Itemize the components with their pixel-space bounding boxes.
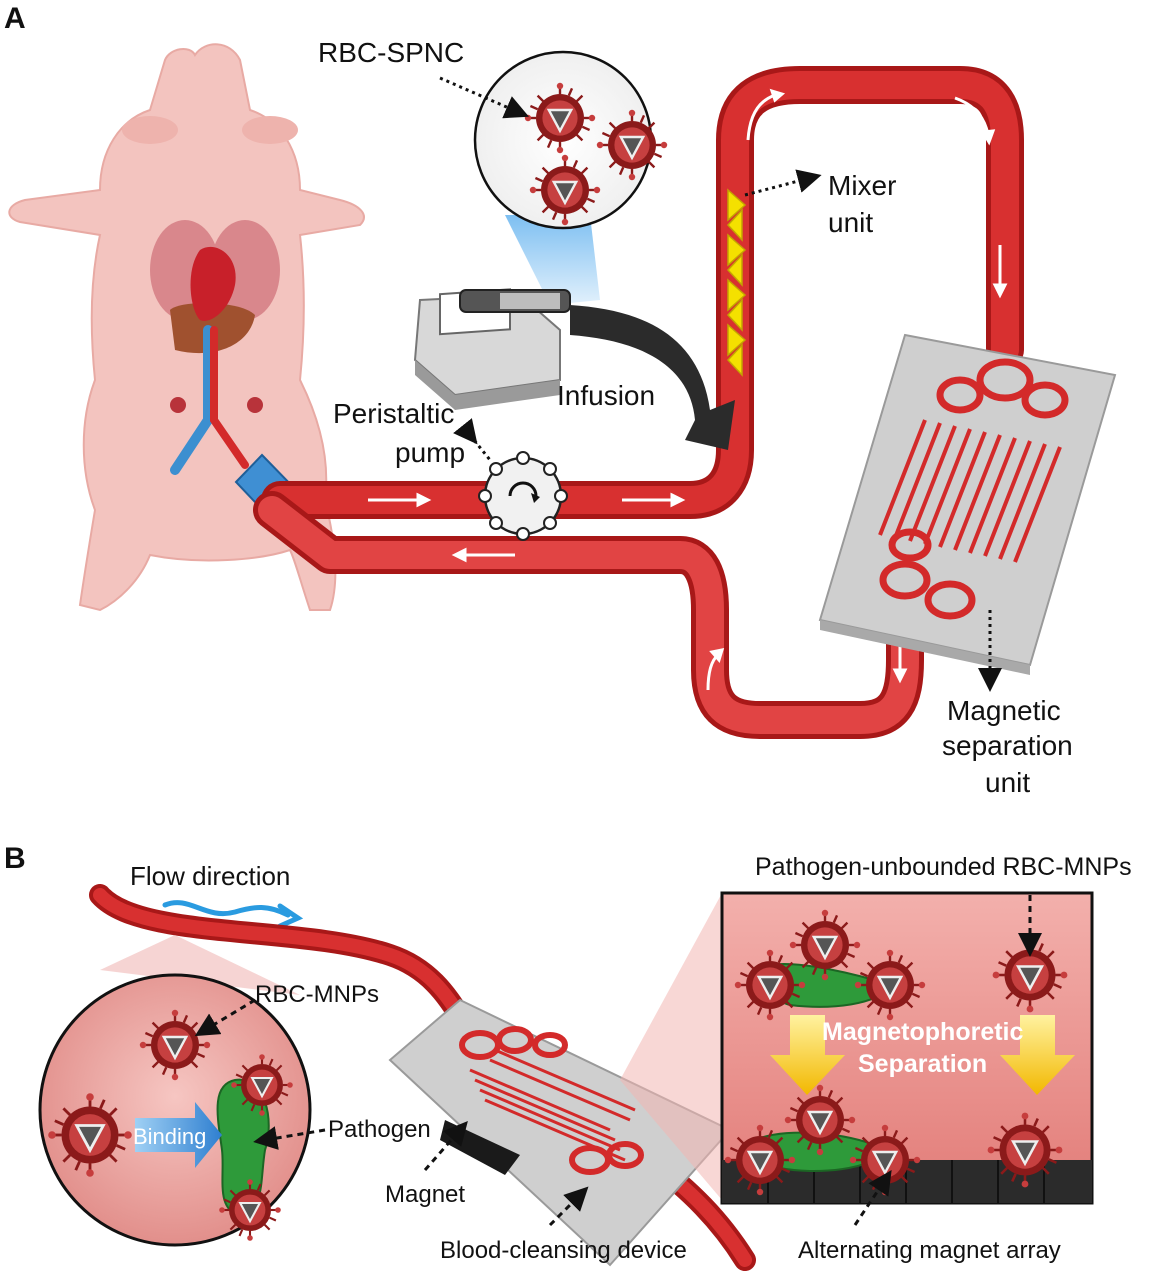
infusion-label: Infusion (557, 380, 655, 411)
mixer-unit-label-line2: unit (828, 207, 873, 238)
peristaltic-pump (478, 451, 568, 541)
blood-cleansing-chip (388, 998, 732, 1267)
magnetophoretic-label-line1: Magnetophoretic (822, 1018, 1023, 1046)
rbc-mnps-label: RBC-MNPs (255, 981, 379, 1008)
panel-b-leaders (194, 895, 1042, 1227)
alternating-magnet-array-label: Alternating magnet array (798, 1237, 1061, 1264)
panel-a-leaders (439, 76, 1002, 692)
magnetic-separation-chip (818, 333, 1117, 675)
magnetophoretic-label-line2: Separation (858, 1050, 987, 1078)
panel-a-label: A (4, 2, 26, 35)
magnetic-separation-label-line2: separation (942, 730, 1073, 761)
mixer-unit-label-line1: Mixer (828, 170, 896, 201)
peristaltic-pump-label-line2: pump (395, 437, 465, 468)
blood-tube-circuit (253, 66, 1024, 739)
binding-zoom-circle (38, 935, 312, 1247)
separation-zoom-box (620, 891, 1094, 1205)
blood-cleansing-device-label: Blood-cleansing device (440, 1237, 687, 1264)
rbc-spnc-zoom-circle (473, 50, 669, 305)
mixer-unit (726, 188, 747, 377)
pathogen-unbounded-label: Pathogen-unbounded RBC-MNPs (755, 853, 1132, 881)
panel-b-label: B (4, 842, 26, 875)
pathogen-label: Pathogen (328, 1116, 431, 1143)
tube-flow-arrows (368, 88, 1008, 691)
rbc-spnc-label: RBC-SPNC (318, 37, 464, 68)
magnet-label: Magnet (385, 1181, 465, 1208)
magnetic-separation-label-line1: Magnetic (947, 695, 1061, 726)
flow-direction-label: Flow direction (130, 861, 290, 891)
peristaltic-pump-label-line1: Peristaltic (333, 398, 454, 429)
binding-label: Binding (133, 1124, 206, 1149)
magnetic-separation-label-line3: unit (985, 767, 1030, 798)
syringe-pump (413, 288, 571, 410)
infusion-arrow (570, 305, 735, 450)
flow-arrow-head (277, 903, 304, 929)
flow-direction-arrow (162, 900, 291, 918)
